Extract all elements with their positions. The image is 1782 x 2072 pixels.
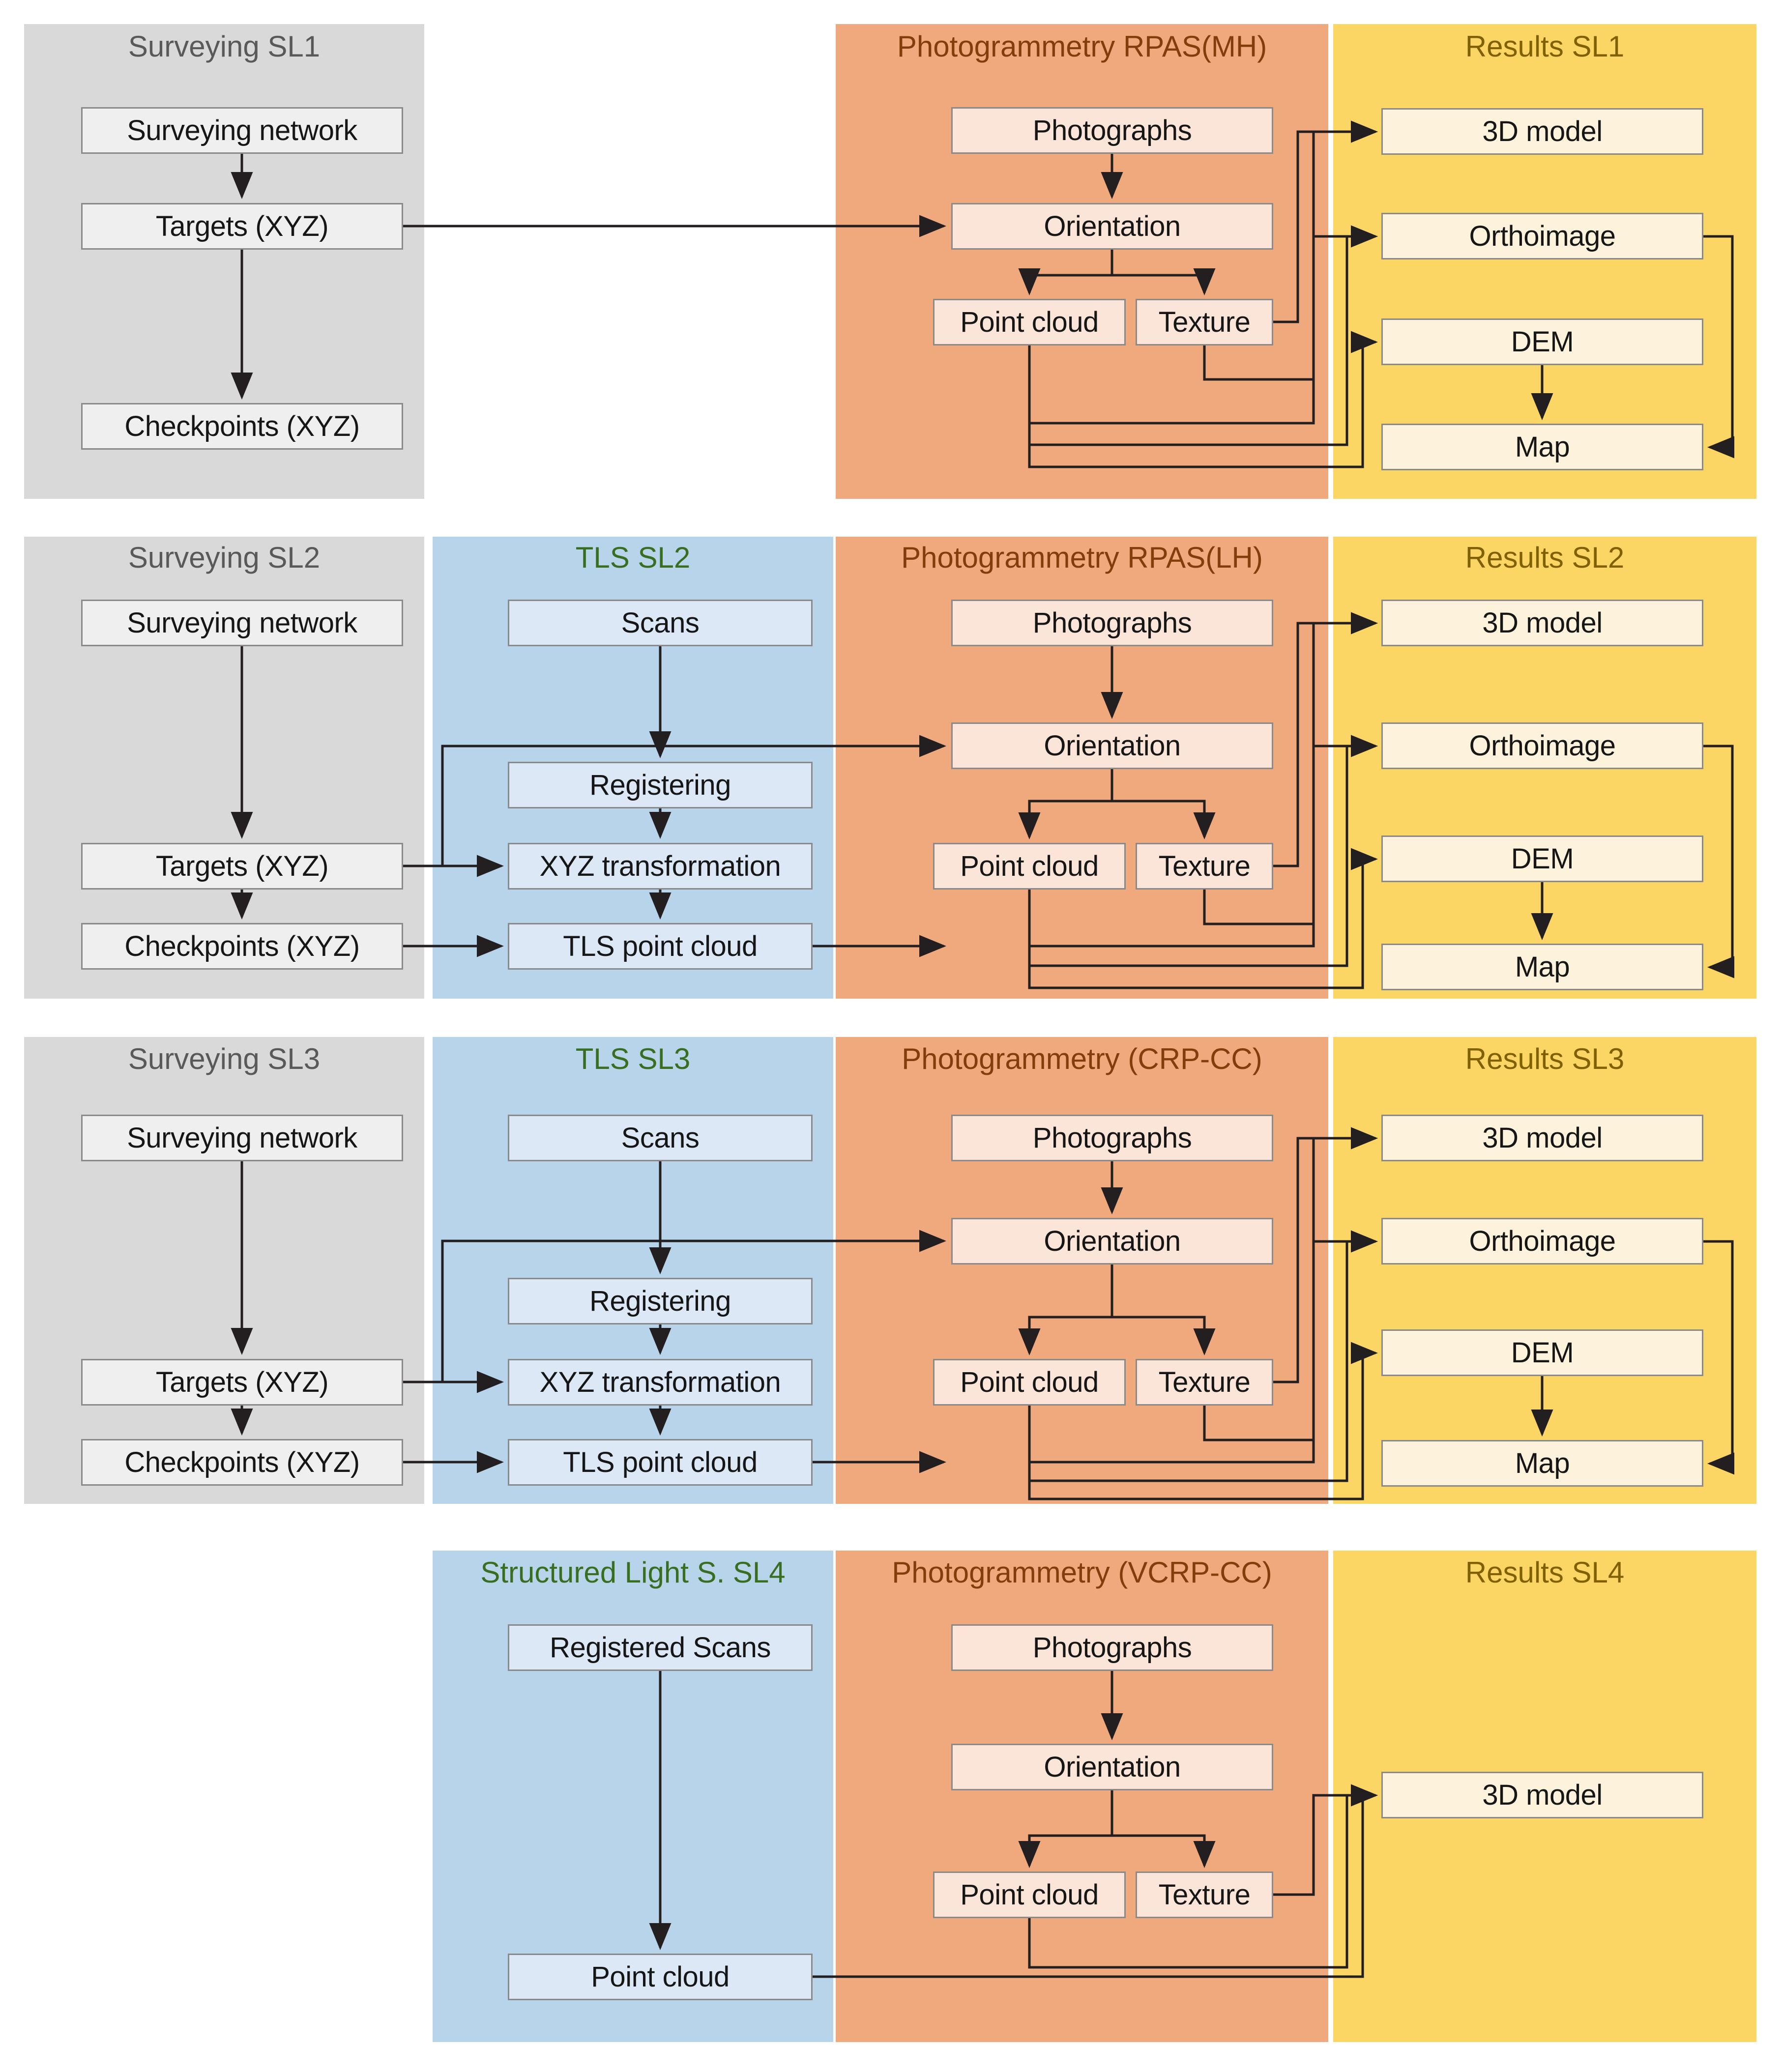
edge-texture-orthoimage-sl3 — [1203, 1230, 1378, 1441]
edge-texture-orthoimage-sl1 — [1203, 225, 1378, 381]
edge-orthoimage-map-sl3 — [1703, 1240, 1734, 1475]
edge-targets-orientation-sl2 — [403, 735, 946, 867]
node-map-sl1[interactable]: Map — [1381, 424, 1703, 470]
node-photographs-sl1[interactable]: Photographs — [951, 107, 1273, 154]
node-scans-sl3[interactable]: Scans — [508, 1115, 813, 1161]
node-targets-sl3[interactable]: Targets (XYZ) — [81, 1359, 403, 1406]
node-3d-model-sl4[interactable]: 3D model — [1381, 1772, 1703, 1818]
node-scans-sl2[interactable]: Scans — [508, 600, 813, 646]
node-photographs-sl2[interactable]: Photographs — [951, 600, 1273, 646]
panel-title-tls-sl3: TLS SL3 — [575, 1042, 691, 1075]
panel-title-surveying-sl3: Surveying SL3 — [128, 1042, 321, 1075]
edge-orthoimage-map-sl2 — [1703, 745, 1734, 978]
node-tls-point-cloud-sl3[interactable]: TLS point cloud — [508, 1439, 813, 1486]
node-checkpoints-sl2[interactable]: Checkpoints (XYZ) — [81, 923, 403, 970]
edge-slspointcloud-3dmodel-sl4 — [813, 1784, 1378, 1978]
edge-orthoimage-map-sl1 — [1703, 235, 1734, 459]
panel-title-structured-light-sl4: Structured Light S. SL4 — [480, 1556, 786, 1589]
node-point-cloud-sl3[interactable]: Point cloud — [933, 1359, 1126, 1406]
edge-orientation-texture-sl4 — [1110, 1790, 1216, 1868]
node-texture-sl3[interactable]: Texture — [1136, 1359, 1273, 1406]
node-registering-sl3[interactable]: Registering — [508, 1278, 813, 1324]
panel-title-surveying-sl2: Surveying SL2 — [128, 541, 321, 574]
edge-orientation-texture-sl2 — [1110, 769, 1216, 839]
edge-orientation-pointcloud-sl2 — [1018, 769, 1113, 839]
panel-title-results-sl3: Results SL3 — [1465, 1042, 1625, 1075]
edge-orientation-pointcloud-sl3 — [1018, 1265, 1113, 1355]
panel-title-photogrammetry-sl2: Photogrammetry RPAS(LH) — [901, 541, 1263, 574]
edge-pointcloud-3dmodel-sl3 — [1028, 1127, 1378, 1464]
panel-title-photogrammetry-sl4: Photogrammetry (VCRP-CC) — [892, 1556, 1272, 1589]
edge-pointcloud-orthoimage-sl3 — [1028, 1230, 1378, 1482]
node-orientation-sl2[interactable]: Orientation — [951, 722, 1273, 769]
edge-pointcloud-3dmodel-sl2 — [1028, 612, 1378, 948]
node-dem-sl2[interactable]: DEM — [1381, 835, 1703, 882]
node-photographs-sl4[interactable]: Photographs — [951, 1624, 1273, 1671]
node-surveying-network-sl2[interactable]: Surveying network — [81, 600, 403, 646]
node-targets-sl2[interactable]: Targets (XYZ) — [81, 843, 403, 890]
panel-title-photogrammetry-sl1: Photogrammetry RPAS(MH) — [897, 30, 1267, 63]
node-3d-model-sl2[interactable]: 3D model — [1381, 600, 1703, 646]
edge-pointcloud-orthoimage-sl2 — [1028, 735, 1378, 967]
edge-pointcloud-dem-sl2 — [1028, 848, 1378, 989]
node-point-cloud-sl1[interactable]: Point cloud — [933, 299, 1126, 345]
node-point-cloud-sl2[interactable]: Point cloud — [933, 843, 1126, 890]
edge-texture-orthoimage-sl2 — [1203, 735, 1378, 925]
arrows — [231, 120, 1734, 1978]
edge-pointcloud-3dmodel-sl1 — [1028, 120, 1378, 425]
node-photographs-sl3[interactable]: Photographs — [951, 1115, 1273, 1161]
node-orthoimage-sl3[interactable]: Orthoimage — [1381, 1218, 1703, 1265]
panel-title-surveying-sl1: Surveying SL1 — [128, 30, 321, 63]
node-dem-sl3[interactable]: DEM — [1381, 1329, 1703, 1376]
edge-orientation-texture-sl1 — [1110, 250, 1216, 295]
edge-pointcloud-dem-sl1 — [1028, 331, 1378, 468]
node-orientation-sl3[interactable]: Orientation — [951, 1218, 1273, 1265]
node-map-sl3[interactable]: Map — [1381, 1440, 1703, 1487]
node-texture-sl2[interactable]: Texture — [1136, 843, 1273, 890]
node-dem-sl1[interactable]: DEM — [1381, 318, 1703, 365]
panel-title-photogrammetry-sl3: Photogrammetry (CRP-CC) — [902, 1042, 1262, 1075]
edge-targets-orientation-sl3 — [403, 1230, 946, 1383]
node-xyz-transformation-sl3[interactable]: XYZ transformation — [508, 1359, 813, 1406]
node-3d-model-sl3[interactable]: 3D model — [1381, 1115, 1703, 1161]
node-point-cloud-sl4-sls[interactable]: Point cloud — [508, 1954, 813, 2000]
node-orientation-sl1[interactable]: Orientation — [951, 203, 1273, 250]
panel-title-results-sl2: Results SL2 — [1465, 541, 1625, 574]
node-orthoimage-sl2[interactable]: Orthoimage — [1381, 722, 1703, 769]
edge-texture-3dmodel-sl3 — [1273, 1127, 1378, 1383]
panel-title-tls-sl2: TLS SL2 — [575, 541, 691, 574]
edge-texture-3dmodel-sl4 — [1273, 1784, 1378, 1896]
node-texture-sl1[interactable]: Texture — [1136, 299, 1273, 345]
node-point-cloud-sl4[interactable]: Point cloud — [933, 1871, 1126, 1918]
panel-title-results-sl1: Results SL1 — [1465, 30, 1625, 63]
node-checkpoints-sl1[interactable]: Checkpoints (XYZ) — [81, 403, 403, 450]
edge-texture-3dmodel-sl2 — [1273, 612, 1378, 867]
edge-orientation-pointcloud-sl4 — [1018, 1790, 1113, 1868]
node-orthoimage-sl1[interactable]: Orthoimage — [1381, 213, 1703, 259]
node-xyz-transformation-sl2[interactable]: XYZ transformation — [508, 843, 813, 890]
edge-pointcloud-orthoimage-sl1 — [1028, 225, 1378, 446]
panel-title-results-sl4: Results SL4 — [1465, 1556, 1625, 1589]
edge-texture-3dmodel-sl1 — [1273, 120, 1378, 323]
panel-photogrammetry-sl1 — [836, 24, 1328, 499]
node-3d-model-sl1[interactable]: 3D model — [1381, 108, 1703, 155]
node-texture-sl4[interactable]: Texture — [1136, 1871, 1273, 1918]
edge-pointcloud-dem-sl3 — [1028, 1342, 1378, 1500]
node-checkpoints-sl3[interactable]: Checkpoints (XYZ) — [81, 1439, 403, 1486]
node-registering-sl2[interactable]: Registering — [508, 762, 813, 808]
node-orientation-sl4[interactable]: Orientation — [951, 1744, 1273, 1790]
node-tls-point-cloud-sl2[interactable]: TLS point cloud — [508, 923, 813, 970]
node-surveying-network-sl3[interactable]: Surveying network — [81, 1115, 403, 1161]
node-surveying-network-sl1[interactable]: Surveying network — [81, 107, 403, 154]
node-registered-scans-sl4[interactable]: Registered Scans — [508, 1624, 813, 1671]
node-targets-sl1[interactable]: Targets (XYZ) — [81, 203, 403, 250]
edge-pointcloud-3dmodel-sl4 — [1028, 1784, 1378, 1969]
edge-orientation-pointcloud-sl1 — [1018, 250, 1113, 295]
edge-orientation-texture-sl3 — [1110, 1265, 1216, 1355]
node-map-sl2[interactable]: Map — [1381, 944, 1703, 990]
